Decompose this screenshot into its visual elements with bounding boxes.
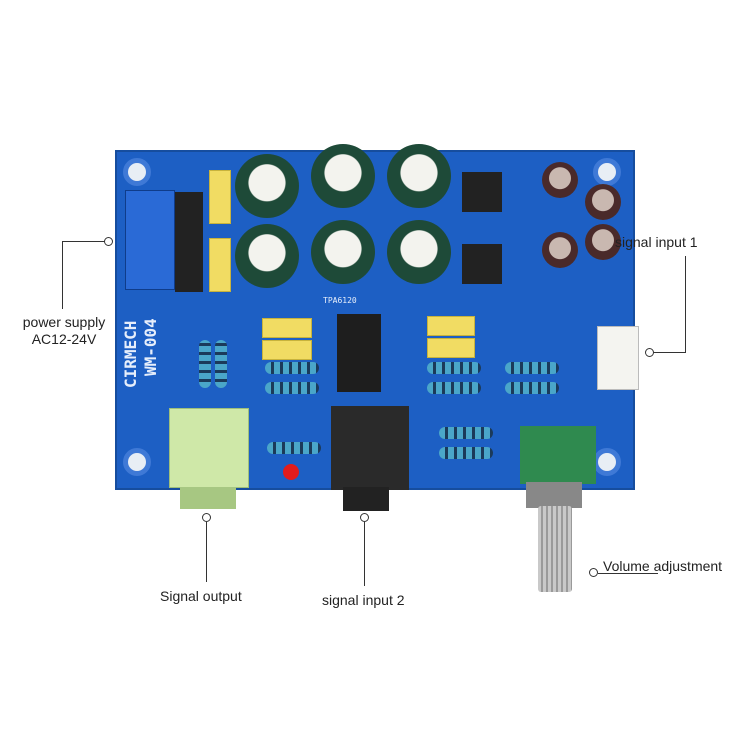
power-supply-callout: power supply AC12-24V — [18, 314, 110, 348]
board-model: WM-004 — [141, 318, 160, 376]
board-brand: CIRMECH — [121, 320, 140, 388]
volume-adjustment-callout: Volume adjustment — [603, 558, 723, 574]
resistor — [215, 340, 227, 388]
resistor — [505, 362, 559, 374]
callout-line — [653, 352, 685, 353]
film-capacitor — [427, 316, 475, 336]
resistor — [439, 447, 493, 459]
electrolytic-capacitor — [387, 144, 451, 208]
callout-line — [364, 522, 365, 586]
volume-potentiometer — [520, 426, 596, 484]
callout-line — [685, 256, 686, 353]
resistor — [427, 382, 481, 394]
callout-line — [206, 522, 207, 582]
resistor — [265, 362, 319, 374]
power-terminal-block — [125, 190, 175, 290]
regulator — [462, 172, 502, 212]
power-led — [283, 464, 299, 480]
film-capacitor — [209, 170, 231, 224]
volume-knob-shaft — [538, 506, 572, 592]
mounting-hole — [593, 158, 621, 186]
electrolytic-capacitor — [235, 154, 299, 218]
chip-label: TPA6120 — [323, 296, 357, 305]
signal-input-2-jack — [331, 406, 409, 490]
electrolytic-capacitor — [387, 220, 451, 284]
callout-text: AC12-24V — [31, 331, 97, 347]
amplifier-board-photo: CIRMECH WM-004 TPA6120 — [115, 144, 639, 490]
callout-dot — [360, 513, 369, 522]
resistor — [427, 362, 481, 374]
film-capacitor — [427, 338, 475, 358]
signal-input-1-connector — [597, 326, 639, 390]
resistor — [199, 340, 211, 388]
capacitor — [585, 184, 621, 220]
callout-line — [598, 573, 658, 574]
resistor — [265, 382, 319, 394]
callout-dot — [589, 568, 598, 577]
callout-line — [62, 241, 105, 242]
rectifier — [175, 192, 203, 292]
resistor — [505, 382, 559, 394]
input-jack-barrel — [343, 487, 389, 511]
film-capacitor — [209, 238, 231, 292]
signal-input-1-callout: signal input 1 — [615, 234, 698, 250]
resistor — [267, 442, 321, 454]
mounting-hole — [123, 158, 151, 186]
output-jack-barrel — [180, 487, 236, 509]
film-capacitor — [262, 318, 312, 338]
electrolytic-capacitor — [311, 144, 375, 208]
mounting-hole — [593, 448, 621, 476]
mounting-hole — [123, 448, 151, 476]
regulator — [462, 244, 502, 284]
film-capacitor — [262, 340, 312, 360]
tpa6120-chip — [337, 314, 381, 392]
signal-input-2-callout: signal input 2 — [322, 592, 405, 608]
electrolytic-capacitor — [235, 224, 299, 288]
resistor — [439, 427, 493, 439]
callout-dot — [104, 237, 113, 246]
capacitor — [542, 232, 578, 268]
electrolytic-capacitor — [311, 220, 375, 284]
callout-dot — [202, 513, 211, 522]
callout-text: power supply — [22, 314, 106, 330]
callout-line — [62, 241, 63, 309]
capacitor — [585, 224, 621, 260]
capacitor — [542, 162, 578, 198]
signal-output-callout: Signal output — [160, 588, 242, 604]
pot-body — [526, 482, 582, 508]
signal-output-jack — [169, 408, 249, 488]
